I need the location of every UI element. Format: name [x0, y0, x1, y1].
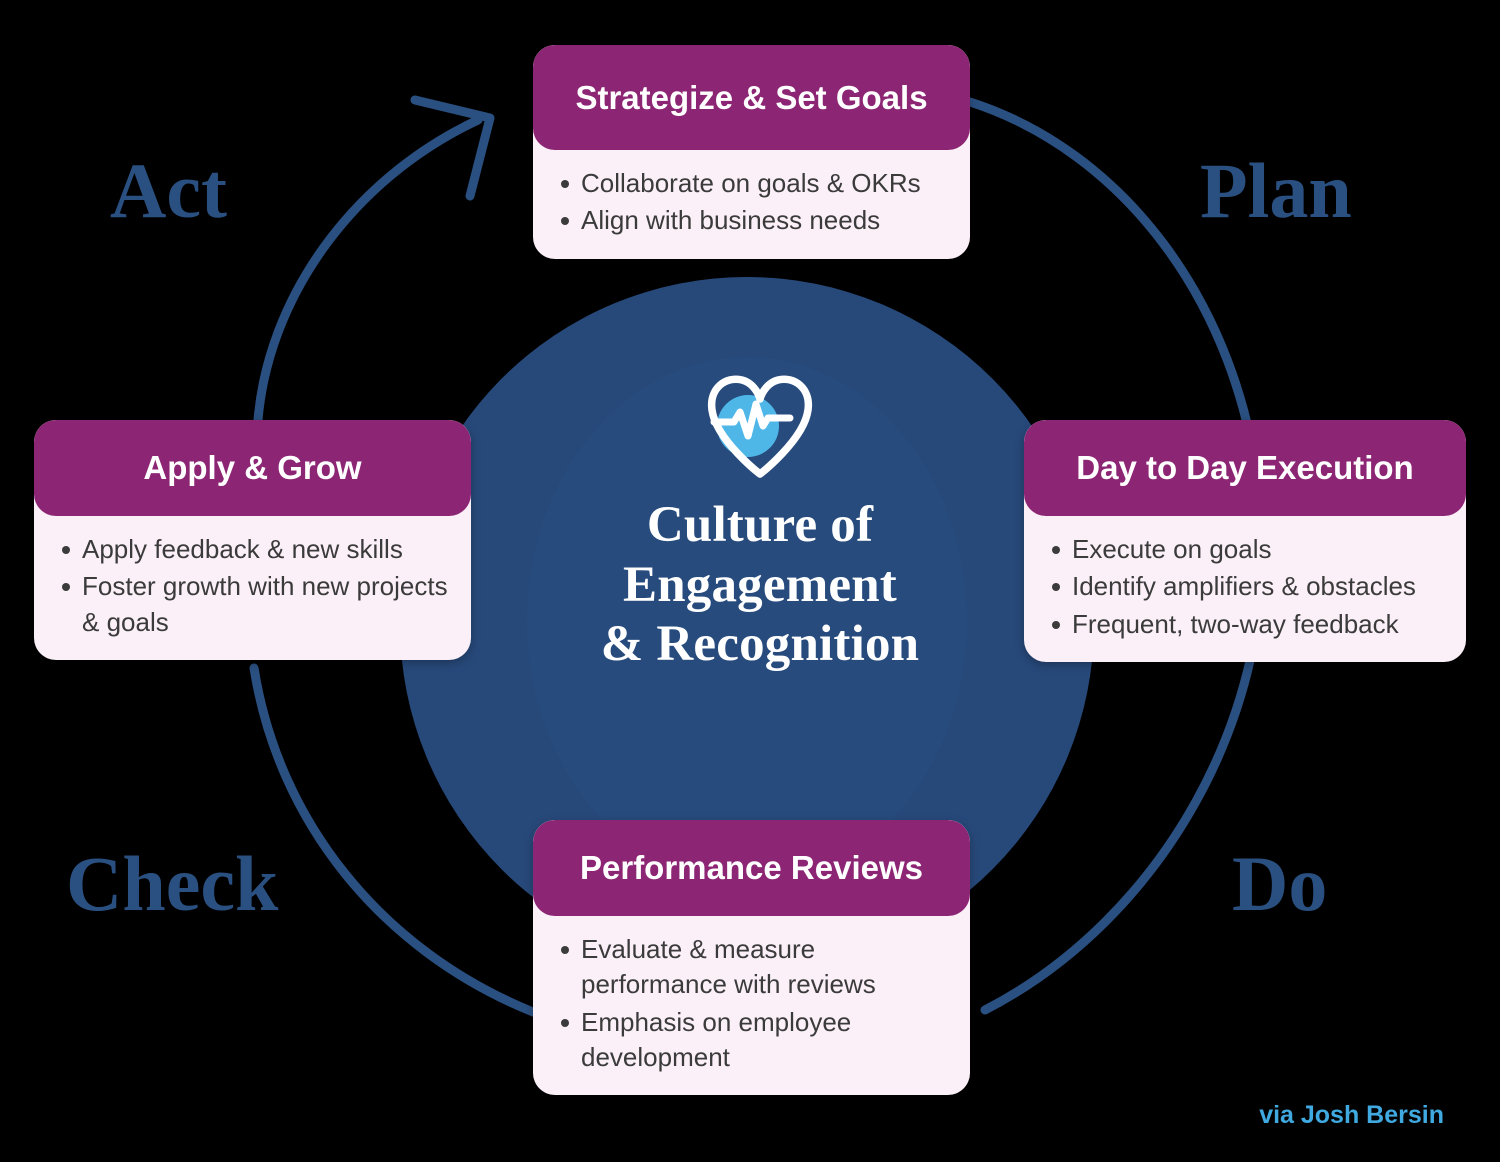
card-reviews-body: Evaluate & measure performance with revi… [533, 916, 970, 1095]
list-item: Frequent, two-way feedback [1052, 607, 1444, 642]
quadrant-label-plan: Plan [1200, 147, 1352, 234]
card-strategize-header: Strategize & Set Goals [533, 45, 970, 150]
card-dayday-header: Day to Day Execution [1024, 420, 1466, 516]
list-item: Collaborate on goals & OKRs [561, 166, 948, 201]
center-content: Culture of Engagement & Recognition [560, 370, 960, 675]
heart-pulse-icon [700, 370, 820, 482]
list-item: Apply feedback & new skills [62, 532, 449, 567]
card-dayday-body: Execute on goals Identify amplifiers & o… [1024, 516, 1466, 662]
quadrant-label-check: Check [66, 840, 279, 927]
quadrant-label-act: Act [110, 147, 227, 234]
quadrant-label-do: Do [1232, 840, 1328, 927]
card-apply-body: Apply feedback & new skills Foster growt… [34, 516, 471, 660]
list-item: Identify amplifiers & obstacles [1052, 569, 1444, 604]
cycle-arrow-head [410, 95, 495, 201]
card-strategize-body: Collaborate on goals & OKRs Align with b… [533, 150, 970, 259]
card-apply-header: Apply & Grow [34, 420, 471, 516]
list-item: Execute on goals [1052, 532, 1444, 567]
card-performance-reviews[interactable]: Performance Reviews Evaluate & measure p… [533, 820, 970, 1096]
card-day-to-day-execution[interactable]: Day to Day Execution Execute on goals Id… [1024, 420, 1466, 663]
cycle-arc-arrow-tail [253, 115, 483, 425]
card-reviews-header: Performance Reviews [533, 820, 970, 916]
center-title: Culture of Engagement & Recognition [600, 497, 920, 673]
list-item: Emphasis on employee development [561, 1005, 948, 1076]
card-apply-and-grow[interactable]: Apply & Grow Apply feedback & new skills… [34, 420, 471, 661]
attribution-text: via Josh Bersin [1259, 1101, 1444, 1129]
card-strategize-and-set-goals[interactable]: Strategize & Set Goals Collaborate on go… [533, 45, 970, 259]
list-item: Align with business needs [561, 203, 948, 238]
list-item: Evaluate & measure performance with revi… [561, 932, 948, 1003]
list-item: Foster growth with new projects & goals [62, 569, 449, 640]
